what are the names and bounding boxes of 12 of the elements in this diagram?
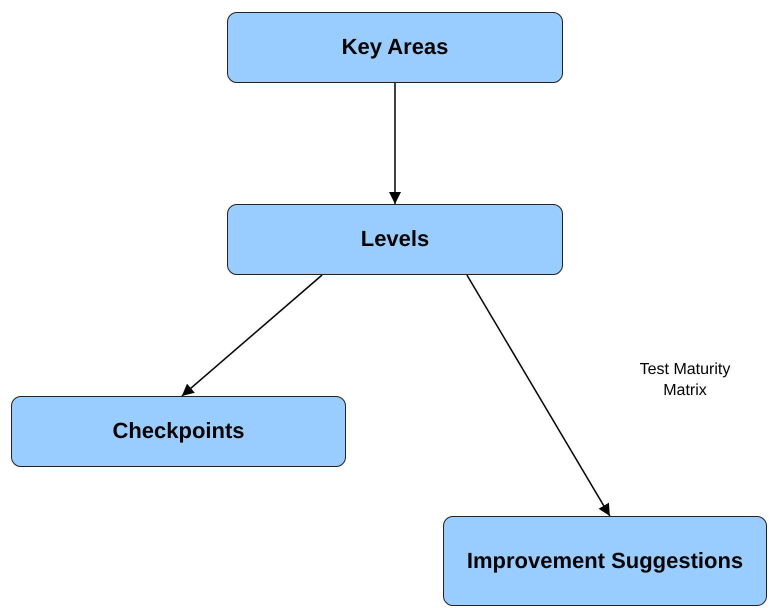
process-box xyxy=(227,12,563,83)
box-label: Improvement Suggestions xyxy=(466,546,744,575)
process-box xyxy=(443,516,767,606)
box-label: Checkpoints xyxy=(112,417,245,446)
box-label: Key Areas xyxy=(342,33,448,62)
box-label: Levels xyxy=(360,225,430,254)
process-box xyxy=(227,204,563,275)
note-text: Test Maturity Matrix xyxy=(638,360,732,401)
arrow xyxy=(181,274,323,397)
arrow xyxy=(466,274,610,516)
process-box xyxy=(11,396,346,467)
arrow xyxy=(389,83,401,204)
